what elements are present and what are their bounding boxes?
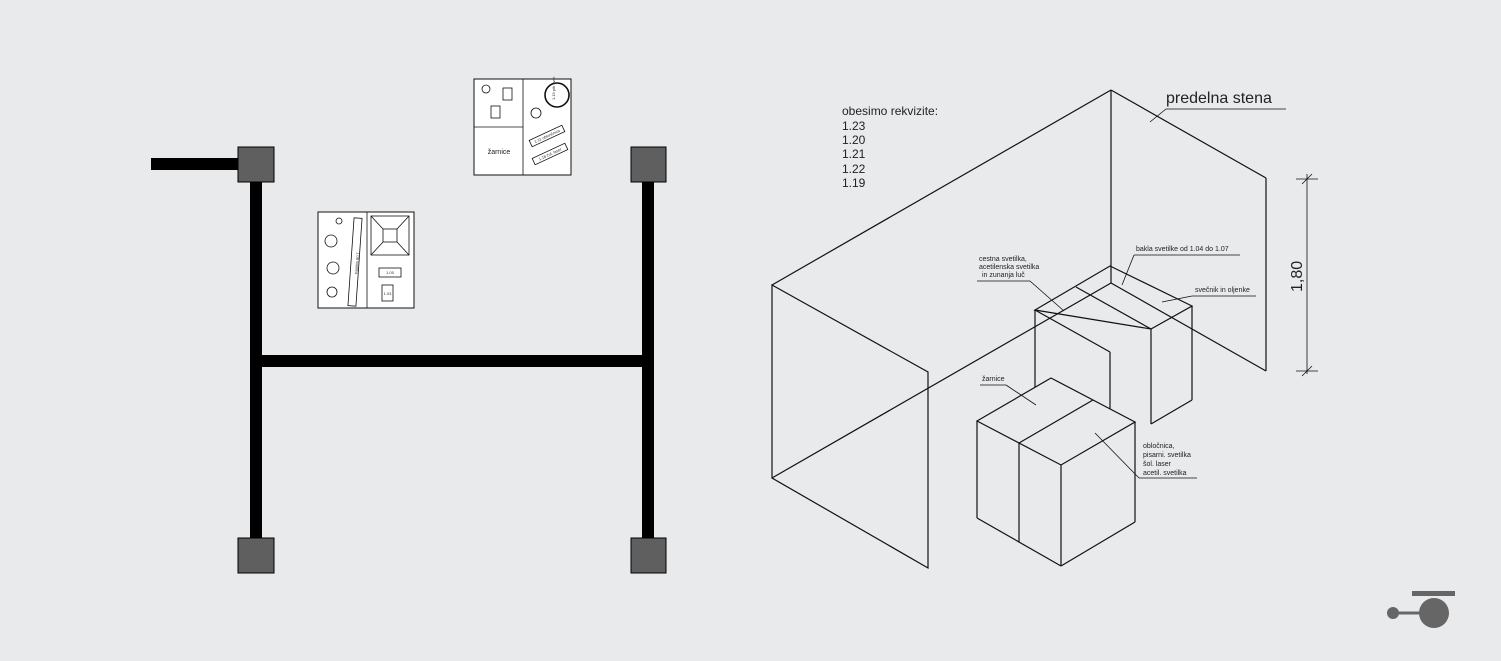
device-square-icon xyxy=(490,105,501,119)
frame-crossbar xyxy=(256,355,646,367)
svg-text:žarnice: žarnice xyxy=(982,376,1005,383)
height-dimension-value: 1,80 xyxy=(1289,261,1306,292)
callout-back-left: cestna svetilka, acetilenska svetilka in… xyxy=(977,256,1065,312)
device-tall-bar-icon xyxy=(347,217,363,307)
props-note-item: 1.19 xyxy=(842,176,866,190)
props-note-item: 1.22 xyxy=(842,162,866,176)
wall-label: predelna stena xyxy=(1166,90,1272,107)
post-bottom-right xyxy=(630,537,667,574)
iso-front-box xyxy=(975,377,1137,567)
device-round-icon xyxy=(544,82,570,108)
svg-text:svečnik in oljenke: svečnik in oljenke xyxy=(1195,287,1250,294)
callout-front-top: žarnice xyxy=(980,376,1037,406)
left-box-item-label: 1.08 svetilka xyxy=(354,252,361,275)
frame-leg-right xyxy=(642,180,654,542)
left-box: 1.08 svetilka 1.05 1.03 xyxy=(317,211,415,309)
device-square-icon xyxy=(502,87,513,101)
props-note: obesimo rekvizite: 1.23 1.20 1.21 1.22 1… xyxy=(842,104,938,190)
props-note-item: 1.23 xyxy=(842,119,866,133)
top-box: žarnice 1.19 pih svet. 1.11 oblončnica 1… xyxy=(473,76,572,176)
svg-text:acetil. svetilka: acetil. svetilka xyxy=(1143,470,1187,477)
post-top-left xyxy=(237,146,275,183)
left-box-item-label: 1.03 xyxy=(384,291,393,296)
device-circle-icon xyxy=(481,84,491,94)
svg-text:bakla svetilke od 1.04 do 1.07: bakla svetilke od 1.04 do 1.07 xyxy=(1136,246,1229,253)
props-note-item: 1.21 xyxy=(842,147,866,161)
device-circle-icon xyxy=(326,261,340,275)
svg-text:obločnica,: obločnica, xyxy=(1143,443,1175,450)
top-box-item-label: 1.19 pih svet. xyxy=(551,76,556,100)
callout-back-top: bakla svetilke od 1.04 do 1.07 xyxy=(1121,246,1240,286)
callout-front-right: obločnica, pisarni. svetilka šol. laser … xyxy=(1094,432,1197,479)
props-note-item: 1.20 xyxy=(842,133,866,147)
svg-text:acetilenska svetilka: acetilenska svetilka xyxy=(979,264,1039,271)
device-circle-icon xyxy=(335,217,343,225)
frame-stub-left xyxy=(151,158,241,170)
device-bar-icon xyxy=(531,142,569,166)
device-pyramid-icon xyxy=(370,215,410,256)
props-note-heading: obesimo rekvizite: xyxy=(842,104,938,118)
device-bar-icon xyxy=(378,267,402,278)
svg-text:pisarni. svetilka: pisarni. svetilka xyxy=(1143,452,1191,459)
device-circle-icon xyxy=(326,286,338,298)
h-frame xyxy=(151,146,667,574)
height-dimension: 1,80 xyxy=(1289,173,1318,377)
device-circle-icon xyxy=(530,107,542,119)
top-box-zone-label: žarnice xyxy=(488,149,511,156)
svg-text:in zunanja luč: in zunanja luč xyxy=(982,272,1025,279)
brand-logo-icon xyxy=(1387,591,1455,628)
callout-back-right: svečnik in oljenke xyxy=(1161,287,1256,303)
post-top-right xyxy=(630,146,667,183)
wall-label-callout: predelna stena xyxy=(1149,90,1286,123)
device-bar-icon xyxy=(528,124,566,148)
post-bottom-left xyxy=(237,537,275,574)
device-square-icon xyxy=(381,284,394,302)
left-box-item-label: 1.05 xyxy=(386,270,395,275)
iso-wall xyxy=(771,89,1267,570)
svg-text:cestna svetilka,: cestna svetilka, xyxy=(979,256,1027,263)
device-circle-icon xyxy=(324,234,338,248)
svg-text:šol. laser: šol. laser xyxy=(1143,461,1172,468)
